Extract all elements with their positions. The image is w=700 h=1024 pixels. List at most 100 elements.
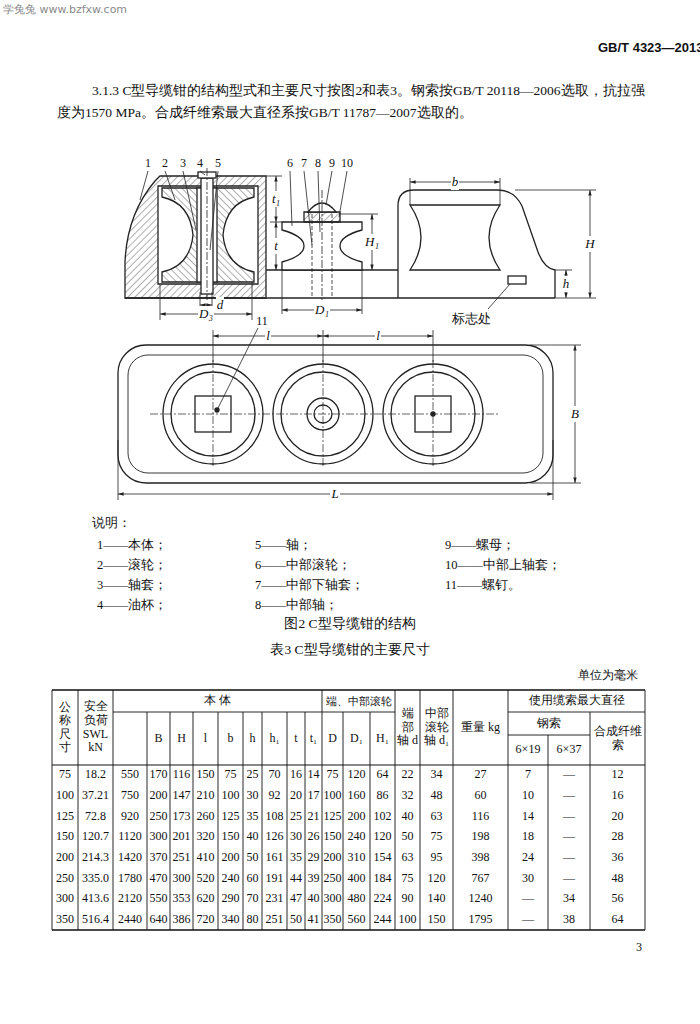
table-cell: 75 [395,868,420,889]
table-cell: 116 [170,765,193,786]
table-cell: 14 [508,806,548,827]
table-cell: 251 [262,909,287,930]
dimension-line [530,345,581,483]
table-header: D [322,712,343,765]
side-view [125,297,555,298]
table-header: D₁ [343,712,370,765]
side-view [125,176,266,298]
table-cell: 35 [243,806,262,827]
table-cell: 30 [508,868,548,889]
table-cell: 140 [420,889,453,910]
table-cell: 150 [322,827,343,848]
table-cell: 620 [193,889,218,910]
table-cell: 39 [305,868,322,889]
table-cell: 125 [218,806,243,827]
table-cell: 48 [590,868,645,889]
leader-line [339,171,347,217]
leader-line [140,171,510,410]
dimension-label: l [375,328,381,344]
table-cell: 70 [262,765,287,786]
marking-label: 标志处 [452,312,491,327]
callout-number: 4 [197,156,203,170]
table-cell: 200 [322,848,343,869]
table-cell: 1420 [113,848,147,869]
table-cell: 147 [170,786,193,807]
table-cell: 1780 [113,868,147,889]
table-cell: 300 [52,889,78,910]
table-cell: 126 [262,827,287,848]
table-header: 使用缆索最大直径 [508,690,645,712]
table-cell: 70 [243,889,262,910]
dimension-label: B [570,406,580,422]
table-cell: 750 [113,786,147,807]
leader-line [165,171,175,200]
table-cell: 12 [590,765,645,786]
table-cell: 240 [218,868,243,889]
table-cell: 1795 [453,909,508,930]
table-cell: 320 [193,827,218,848]
table-cell: 640 [147,909,170,930]
dimension-label: l [265,328,271,344]
table-cell: 125 [322,806,343,827]
side-view [410,205,500,270]
callout-number: 7 [301,156,307,170]
unit-note: 单位为毫米 [578,668,638,682]
table-cell: 251 [170,848,193,869]
table-cell: 550 [147,889,170,910]
table-cell: 40 [305,889,322,910]
table-cell: 290 [218,889,243,910]
table-cell: 24 [508,848,548,869]
side-view [322,190,323,302]
table-cell: 10 [508,786,548,807]
callout-number: 9 [329,156,335,170]
table-cell: 90 [395,889,420,910]
table-cell: 20 [590,806,645,827]
table-cell: 720 [193,909,218,930]
figure-caption: 图2 C型导缆钳的结构 [284,616,415,632]
table-header: h₁ [262,712,287,765]
table-cell: 35 [287,848,305,869]
dimension-label: d [216,297,225,313]
table-cell: 100 [322,786,343,807]
table-cell: 36 [590,848,645,869]
table-cell: 100 [395,909,420,930]
top-view [128,355,543,473]
table-cell: 350 [322,909,343,930]
page-number: 3 [636,940,642,954]
table-cell: 20 [287,786,305,807]
table-cell: 160 [343,786,370,807]
top-view [150,360,500,468]
table-cell: — [508,909,548,930]
table-header: B [147,712,170,765]
table-cell: 353 [170,889,193,910]
table-header: 公称尺寸 [59,701,71,754]
table-grid [147,712,590,930]
leader-line [210,171,218,250]
table-cell: 340 [218,909,243,930]
dimension-label: t [273,238,279,254]
top-view [215,408,219,412]
table-cell: 120.7 [78,827,113,848]
table-cell: 16 [590,786,645,807]
table-cell: 350 [52,909,78,930]
table-cell: 1120 [113,827,147,848]
table-cell: 32 [395,786,420,807]
table-cell: 150 [52,827,78,848]
table-header: b [218,712,243,765]
callout-number: 10 [341,156,353,170]
table-cell: 18 [508,827,548,848]
table-cell: 100 [52,786,78,807]
top-view [118,345,553,483]
table-cell: 120 [420,868,453,889]
table-cell: 95 [420,848,453,869]
table-header: 端部轴 d [395,690,420,765]
table-cell: 60 [453,786,508,807]
part-key: 6——中部滚轮； [255,558,351,573]
table-cell: 200 [343,806,370,827]
table-cell: 154 [370,848,395,869]
table-cell: 34 [420,765,453,786]
standard-number: GB/T 4323—2013 [598,40,700,56]
table-header: 重量 kg [453,690,508,765]
table-cell: 48 [420,786,453,807]
